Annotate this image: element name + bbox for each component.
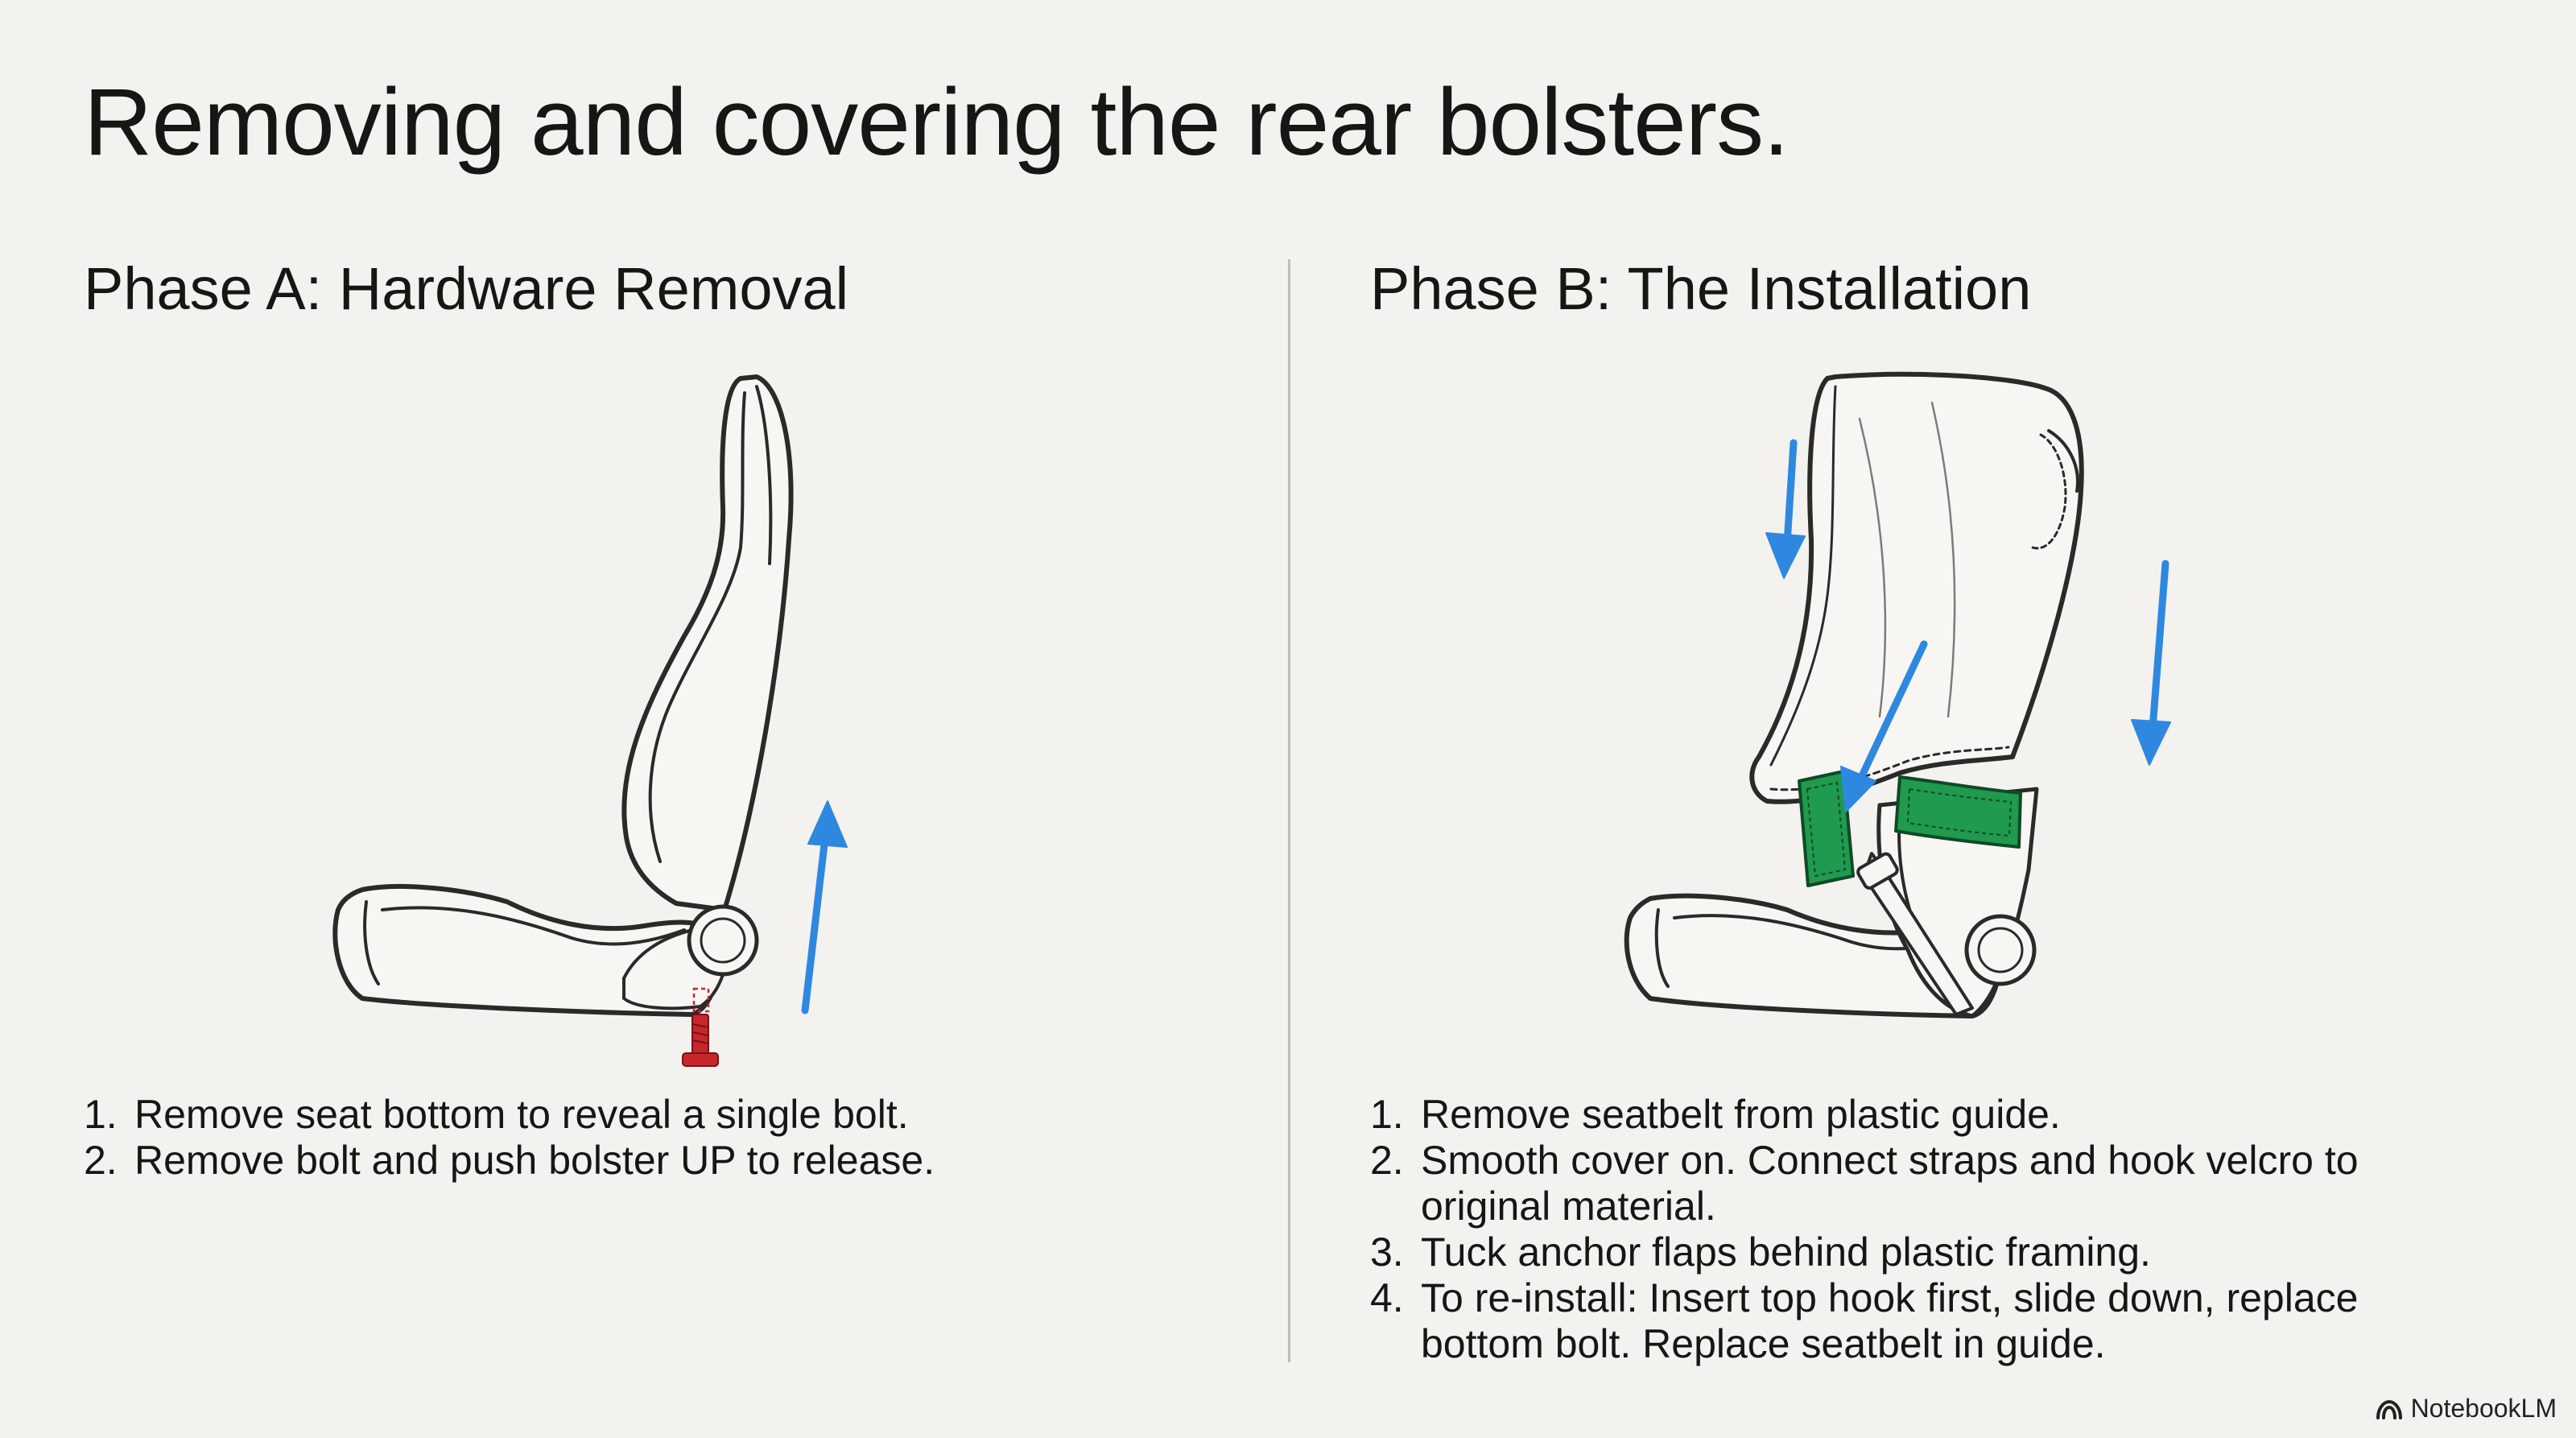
seat-cover-installation-illustration <box>1624 371 2171 1019</box>
list-item: 3. Tuck anchor flaps behind plastic fram… <box>1370 1229 2441 1275</box>
step-text: Smooth cover on. Connect straps and hook… <box>1421 1138 2359 1229</box>
rear-bolster-shape <box>621 374 794 912</box>
phase-b-heading: Phase B: The Installation <box>1370 255 2032 322</box>
list-item: 1. Remove seatbelt from plastic guide. <box>1370 1092 2441 1138</box>
step-text: Tuck anchor flaps behind plastic framing… <box>1421 1229 2151 1275</box>
step-number: 1. <box>84 1092 118 1137</box>
notebooklm-logo-icon <box>2376 1399 2402 1419</box>
step-text: To re-install: Insert top hook first, sl… <box>1421 1275 2359 1366</box>
down-arrow-icon <box>1765 439 1806 579</box>
list-item: 2. Remove bolt and push bolster UP to re… <box>84 1138 1243 1184</box>
notebooklm-branding: NotebookLM <box>2376 1394 2557 1424</box>
velcro-strap-icon <box>1798 770 2022 887</box>
phase-a-steps: 1. Remove seat bottom to reveal a single… <box>84 1092 1243 1184</box>
step-number: 2. <box>84 1138 118 1183</box>
list-item: 1. Remove seat bottom to reveal a single… <box>84 1092 1243 1138</box>
bolt-icon <box>682 1014 719 1067</box>
brand-label: NotebookLM <box>2410 1394 2557 1423</box>
phase-b-steps: 1. Remove seatbelt from plastic guide. 2… <box>1370 1092 2441 1367</box>
step-number: 4. <box>1370 1275 1404 1320</box>
step-number: 1. <box>1370 1092 1404 1137</box>
down-arrow-icon <box>1840 640 1928 812</box>
step-number: 3. <box>1370 1229 1404 1275</box>
phase-a-heading: Phase A: Hardware Removal <box>84 255 849 322</box>
step-text: Remove bolt and push bolster UP to relea… <box>134 1138 935 1183</box>
up-arrow-icon <box>801 800 848 1014</box>
step-number: 2. <box>1370 1138 1404 1183</box>
list-item: 2. Smooth cover on. Connect straps and h… <box>1370 1138 2441 1229</box>
slide-title: Removing and covering the rear bolsters. <box>84 69 1790 176</box>
step-text: Remove seat bottom to reveal a single bo… <box>134 1092 909 1137</box>
step-text: Remove seatbelt from plastic guide. <box>1421 1092 2061 1137</box>
phase-divider <box>1288 259 1290 1362</box>
seat-bolster-removal-illustration <box>332 374 848 1067</box>
down-arrow-icon <box>2131 560 2171 766</box>
seat-cover-shape <box>1749 371 2084 804</box>
list-item: 4. To re-install: Insert top hook first,… <box>1370 1275 2441 1367</box>
bolt-hole-marker <box>692 987 710 1013</box>
